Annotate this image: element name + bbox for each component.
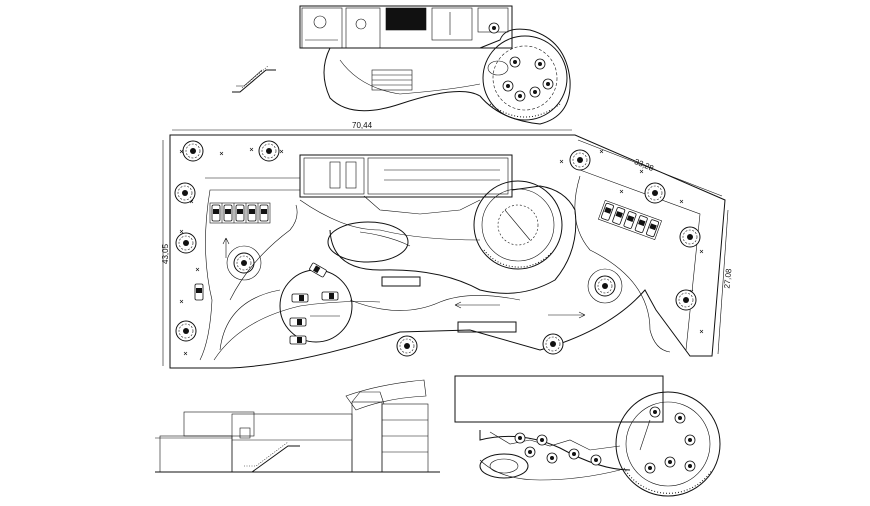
top-floor-plan [299, 5, 571, 125]
ground-floor-plan [454, 375, 721, 497]
dimension-left: 43,05 [161, 243, 170, 264]
escalator-symbol [232, 65, 276, 93]
dimension-right: 27,08 [722, 268, 733, 289]
front-elevation [155, 379, 440, 473]
dimension-top: 70,44 [352, 121, 373, 130]
main-site-plan: 70,44 33,28 43,05 27,08 [161, 121, 733, 369]
dimension-diagonal: 33,28 [633, 157, 655, 173]
